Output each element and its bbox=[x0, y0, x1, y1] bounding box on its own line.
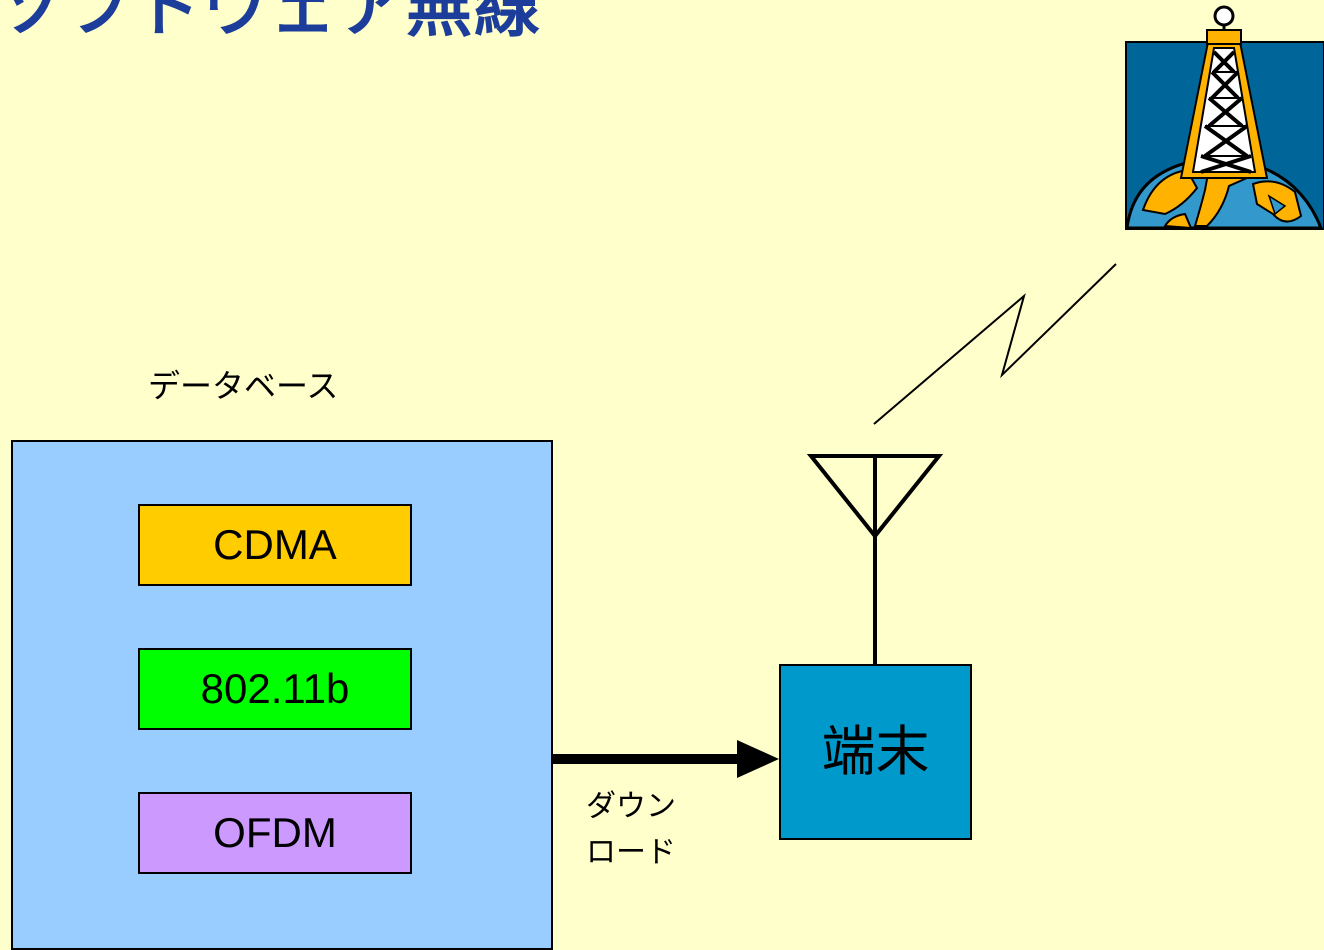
ofdm-module: OFDM bbox=[138, 792, 412, 874]
download-label: ダウン ロード bbox=[586, 789, 676, 870]
lightning-link-icon bbox=[873, 263, 1117, 425]
antenna-icon bbox=[806, 454, 944, 664]
cdma-module: CDMA bbox=[138, 504, 412, 586]
wifi-80211b-module: 802.11b bbox=[138, 648, 412, 730]
database-label: データベース bbox=[148, 367, 339, 405]
terminal-box: 端末 bbox=[779, 664, 972, 840]
globe-shape bbox=[1125, 156, 1324, 230]
broadcast-tower-globe-icon bbox=[1125, 5, 1324, 230]
slide-title: ソフトウェア無線 bbox=[0, 0, 542, 46]
tower-shape bbox=[1179, 5, 1269, 179]
download-arrow bbox=[553, 740, 779, 778]
